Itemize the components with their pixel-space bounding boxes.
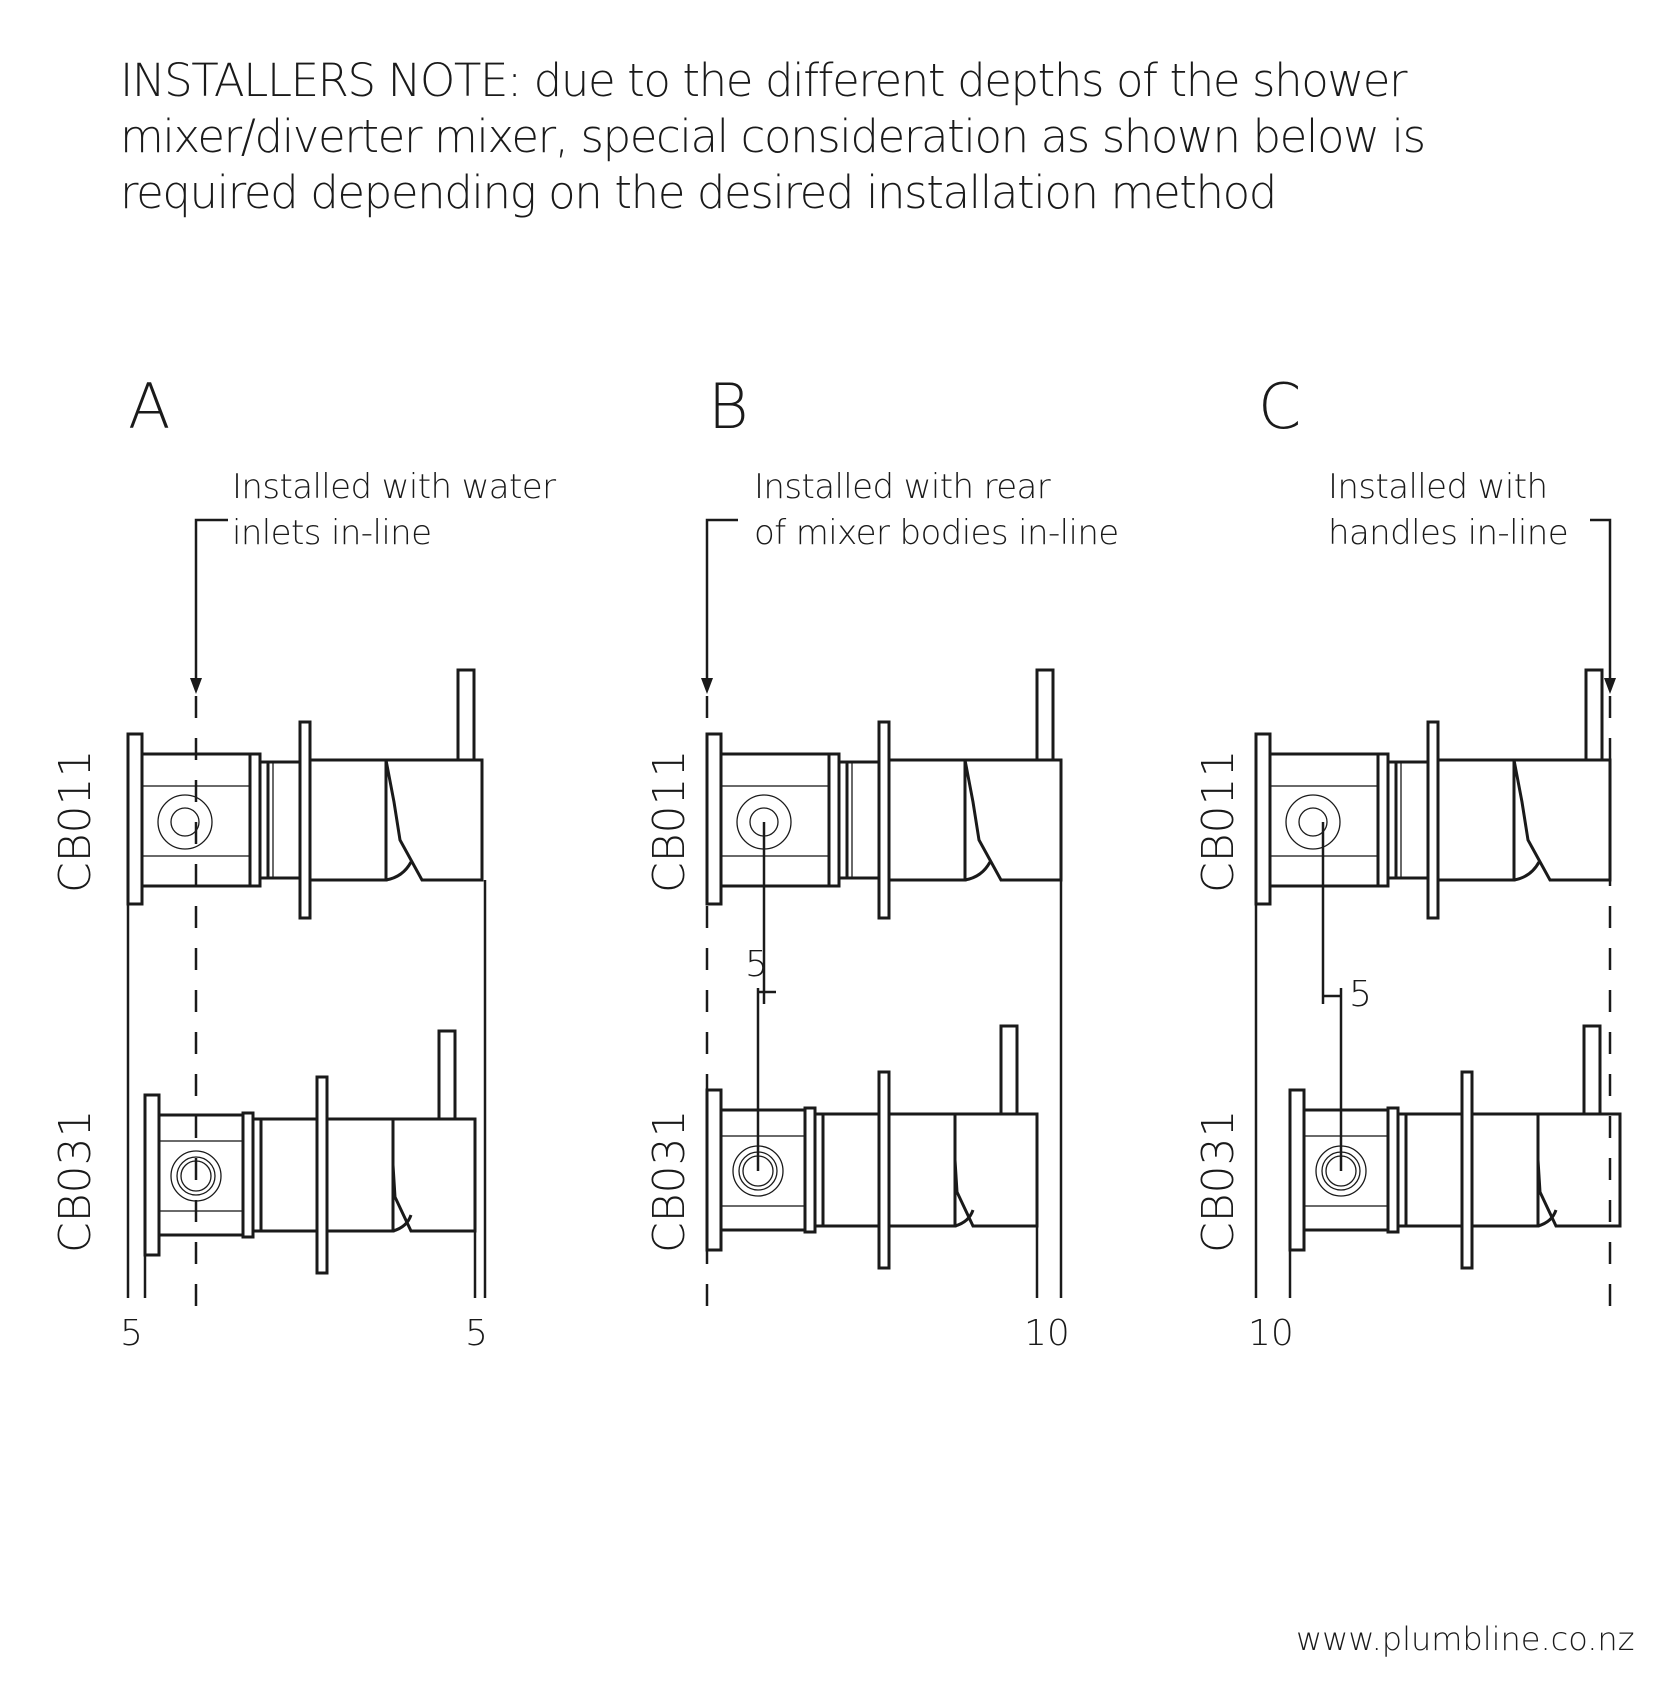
panel-b-arrow <box>701 678 713 694</box>
panel-a-dim-left: 5 <box>120 1313 143 1354</box>
panel-c-dim-offset: 5 <box>1349 974 1372 1015</box>
panel-a-top-model: CB011 <box>50 749 101 893</box>
panel-b-bottom-model: CB031 <box>644 1109 695 1253</box>
footer-url: www.plumbline.co.nz <box>1296 1620 1635 1658</box>
panel-b-cb031-mixer <box>705 1024 1039 1270</box>
panel-c-letter: C <box>1258 370 1301 443</box>
panel-a-letter: A <box>128 370 170 443</box>
panel-c: C Installed with handles in-line CB011 C… <box>1193 370 1622 1354</box>
panel-c-dim-left: 10 <box>1248 1313 1294 1354</box>
panel-a-cb031-mixer <box>143 1029 477 1275</box>
panel-c-top-model: CB011 <box>1193 749 1244 893</box>
panel-b-dim-right: 10 <box>1024 1313 1070 1354</box>
installers-note-line-2: mixer/diverter mixer, special considerat… <box>120 110 1425 163</box>
panel-b-top-model: CB011 <box>644 749 695 893</box>
panel-c-bottom-model: CB031 <box>1193 1109 1244 1253</box>
panel-c-arrow <box>1604 678 1616 694</box>
panel-a-leader <box>194 518 228 680</box>
panel-a-bottom-model: CB031 <box>50 1109 101 1253</box>
panel-b-letter: B <box>708 370 749 443</box>
panel-b-caption-line-1: Installed with rear <box>754 467 1051 507</box>
panel-c-cb011-mixer <box>1254 668 1612 920</box>
panel-c-cb031-mixer <box>1288 1024 1622 1270</box>
panel-b-dim-offset: 5 <box>745 944 768 985</box>
panel-b: B Installed with rear of mixer bodies in… <box>644 370 1119 1354</box>
panel-c-leader <box>1590 518 1612 680</box>
panel-a: A Installed with water inlets in-line CB… <box>50 370 557 1354</box>
panel-c-caption-line-1: Installed with <box>1328 467 1547 507</box>
panel-c-caption-line-2: handles in-line <box>1328 513 1568 553</box>
installers-note-line-1: INSTALLERS NOTE: due to the different de… <box>120 54 1408 107</box>
panel-a-dim-right: 5 <box>465 1313 488 1354</box>
panel-a-caption-line-1: Installed with water <box>232 467 556 507</box>
panel-b-leader <box>705 518 738 680</box>
panel-b-caption-line-2: of mixer bodies in-line <box>754 513 1119 553</box>
panel-a-arrow <box>190 678 202 694</box>
panel-a-cb011-mixer <box>126 668 484 920</box>
installers-note-line-3: required depending on the desired instal… <box>120 166 1276 219</box>
panel-b-cb011-mixer <box>705 668 1063 920</box>
panel-a-caption-line-2: inlets in-line <box>232 513 431 553</box>
